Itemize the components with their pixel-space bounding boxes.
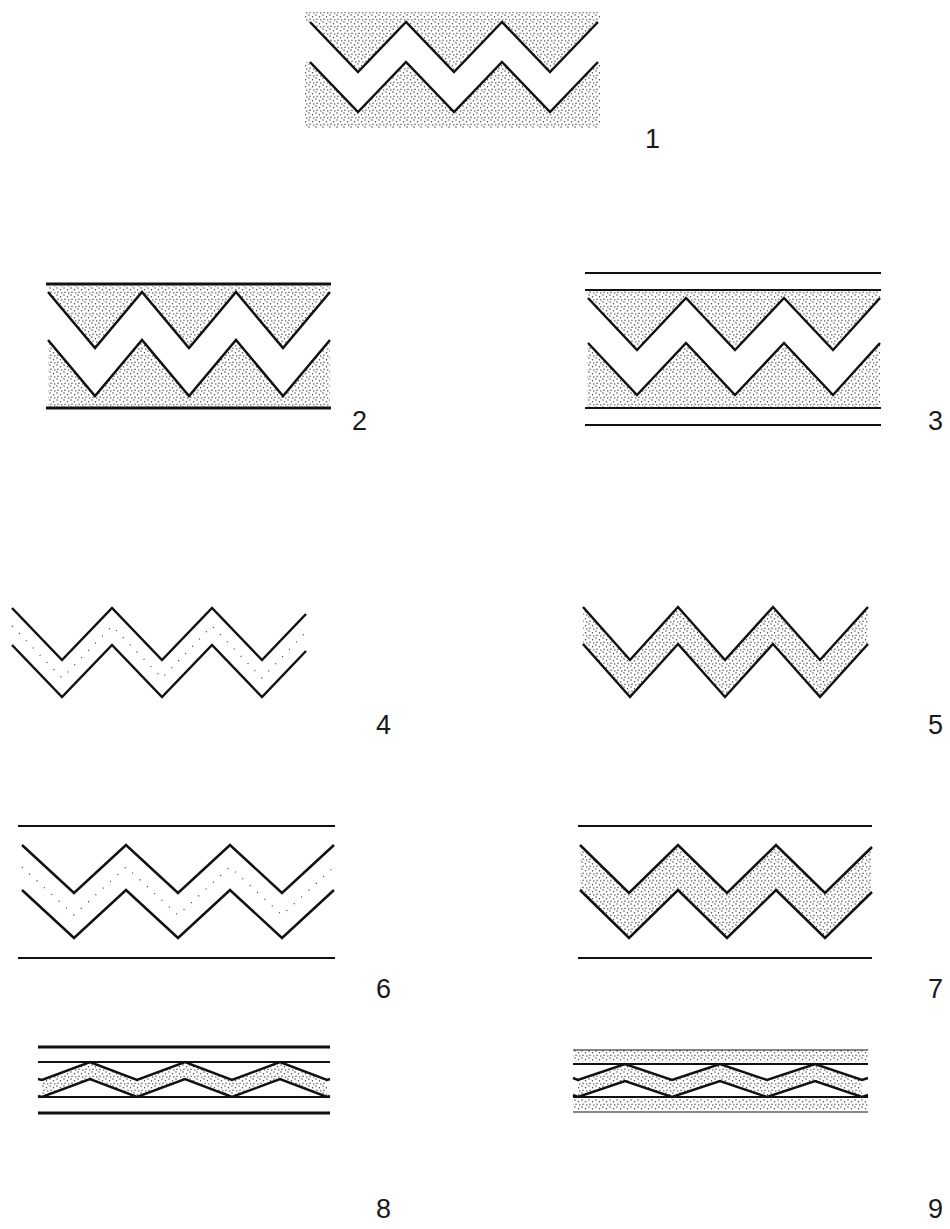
pattern-1 <box>305 12 600 128</box>
callout-number: 2 <box>352 408 367 435</box>
pattern-9 <box>573 1050 868 1112</box>
pattern-2 <box>46 284 331 408</box>
callout-number: 3 <box>928 408 943 435</box>
pattern-3 <box>585 273 881 425</box>
callout-number: 7 <box>928 976 943 1003</box>
callout-number: 4 <box>376 712 391 739</box>
callout-number: 5 <box>928 712 943 739</box>
callout-number: 1 <box>645 126 660 153</box>
pattern-5 <box>583 607 868 697</box>
pattern-4 <box>12 608 306 697</box>
callout-number: 6 <box>376 976 391 1003</box>
callout-number: 9 <box>928 1196 943 1223</box>
pattern-7 <box>578 826 872 958</box>
pattern-6 <box>18 826 335 958</box>
pattern-8 <box>38 1047 330 1113</box>
callout-number: 8 <box>376 1196 391 1223</box>
